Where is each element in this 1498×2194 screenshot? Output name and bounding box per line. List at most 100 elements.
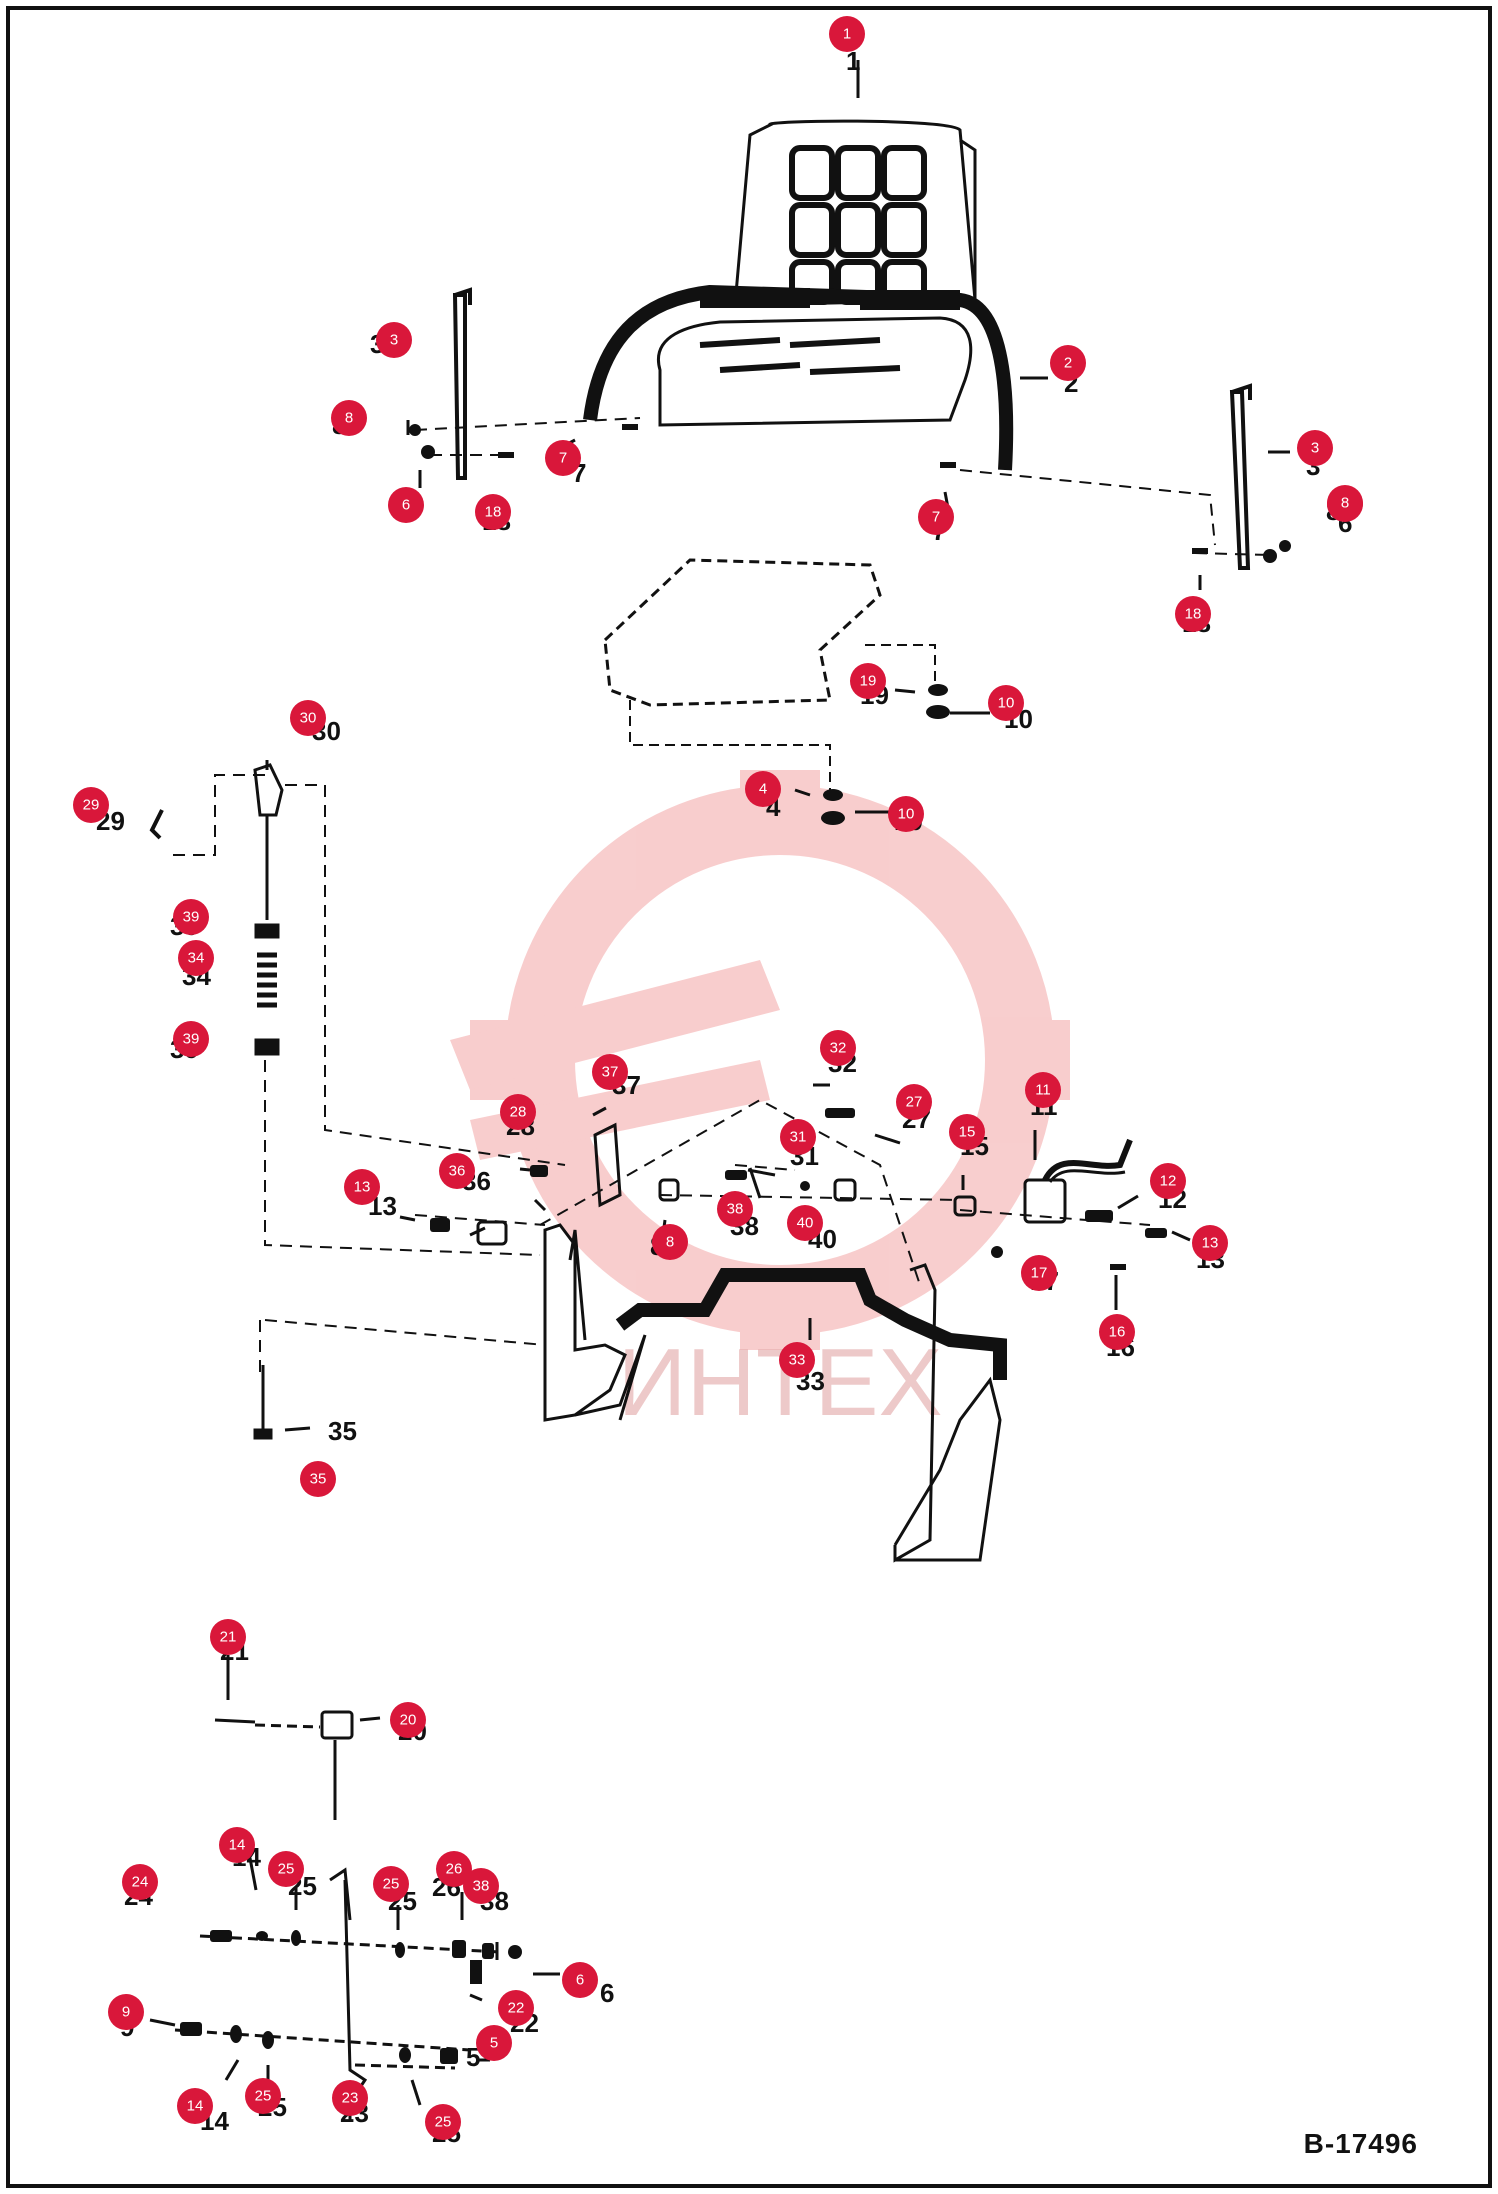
callout-badge-circle	[390, 1702, 426, 1738]
callout-21: 21	[210, 1619, 246, 1655]
callout-badge-circle	[219, 1827, 255, 1863]
seat-bracket-right	[1229, 383, 1252, 570]
callout-7: 7	[918, 499, 954, 535]
callout-badge-circle	[1192, 1225, 1228, 1261]
callout-badge-label: 39	[183, 1031, 200, 1048]
callout-badge-label: 11	[1035, 1082, 1051, 1099]
callout-badge-label: 16	[1109, 1324, 1126, 1341]
callout-badge-circle	[178, 940, 214, 976]
callout-31: 31	[780, 1119, 816, 1155]
callout-badge-label: 20	[400, 1712, 417, 1729]
callout-10: 10	[988, 685, 1024, 721]
callout-badge-label: 37	[602, 1064, 619, 1081]
seat-bracket-left	[452, 287, 472, 480]
callout-33: 33	[779, 1342, 815, 1378]
callout-13: 13	[1192, 1225, 1228, 1261]
callout-badge-circle	[988, 685, 1024, 721]
callout-25: 25	[245, 2078, 281, 2114]
callout-badge-label: 25	[278, 1861, 295, 1878]
callout-badge-label: 14	[229, 1837, 246, 1854]
callout-25: 25	[373, 1866, 409, 1902]
callout-15: 15	[949, 1114, 985, 1150]
callout-20: 20	[390, 1702, 426, 1738]
callout-38: 38	[717, 1191, 753, 1227]
callout-badge-label: 34	[188, 950, 205, 967]
callout-36: 36	[439, 1153, 475, 1189]
seat-bar-handle	[615, 1268, 1007, 1380]
callout-7: 7	[545, 440, 581, 476]
callout-25: 25	[268, 1851, 304, 1887]
callout-badge-label: 26	[446, 1861, 463, 1878]
callout-badge-circle	[476, 2025, 512, 2061]
callout-badge-circle	[210, 1619, 246, 1655]
rod-end-assembly	[149, 763, 284, 1056]
callout-28: 28	[500, 1094, 536, 1130]
callout-29: 29	[73, 787, 109, 823]
callout-40: 40	[787, 1205, 823, 1241]
callout-badge-circle	[1297, 430, 1333, 466]
callout-badge-label: 8	[1341, 495, 1349, 512]
callout-badge-circle	[1050, 345, 1086, 381]
belt-buckle	[860, 290, 960, 310]
callout-badge-circle	[290, 700, 326, 736]
callout-badge-label: 6	[576, 1972, 584, 1989]
callout-14: 14	[177, 2088, 213, 2124]
callout-badge-label: 25	[435, 2114, 452, 2131]
callout-badge-circle	[331, 400, 367, 436]
callout-badge-label: 22	[508, 2000, 525, 2017]
callout-badge-label: 40	[797, 1215, 814, 1232]
callout-badge-circle	[850, 663, 886, 699]
callout-23: 23	[332, 2080, 368, 2116]
callout-badge-circle	[918, 499, 954, 535]
callout-18: 18	[475, 494, 511, 530]
callout-badge-circle	[73, 787, 109, 823]
watermark-gear-logo	[450, 770, 1070, 1350]
callout-badge-circle	[388, 487, 424, 523]
callout-badge-label: 33	[789, 1352, 806, 1369]
callout-badge-label: 23	[342, 2090, 359, 2107]
callout-badge-label: 7	[932, 509, 940, 526]
belt-buckle	[700, 288, 810, 308]
drawing-number: B-17496	[1303, 2128, 1418, 2159]
callout-badge-label: 10	[898, 806, 915, 823]
callout-badge-label: 24	[132, 1874, 149, 1891]
callout-badges: 1233456667788891010111213131414151617181…	[73, 16, 1363, 2140]
plate-hardware	[629, 644, 936, 790]
hardware-lower	[180, 1930, 522, 2064]
callout-badge-label: 29	[83, 797, 100, 814]
callout-17: 17	[1021, 1255, 1057, 1291]
callout-badge-circle	[173, 899, 209, 935]
callout-badge-label: 8	[666, 1234, 674, 1251]
callout-badge-label: 9	[122, 2004, 130, 2021]
callout-badge-circle	[888, 796, 924, 832]
callout-badge-circle	[829, 16, 865, 52]
callout-badge-circle	[373, 1866, 409, 1902]
callout-badge-circle	[562, 1962, 598, 1998]
callout-12: 12	[1150, 1163, 1186, 1199]
linkage-lower	[174, 1710, 501, 2096]
callout-34: 34	[178, 940, 214, 976]
callout-badge-circle	[332, 2080, 368, 2116]
callout-13: 13	[344, 1169, 380, 1205]
pivot-plate-drawing	[593, 1122, 622, 1208]
callout-16: 16	[1099, 1314, 1135, 1350]
callout-32: 32	[820, 1030, 856, 1066]
callout-8: 8	[652, 1224, 688, 1260]
callout-badge-circle	[592, 1054, 628, 1090]
callout-badge-circle	[177, 2088, 213, 2124]
callout-badge-label: 21	[220, 1629, 237, 1646]
callout-badge-circle	[122, 1864, 158, 1900]
callout-6: 6	[562, 1962, 598, 1998]
callout-badge-label: 10	[998, 695, 1015, 712]
callout-badge-circle	[745, 771, 781, 807]
callout-badge-label: 25	[255, 2088, 272, 2105]
callout-badge-circle	[780, 1119, 816, 1155]
leader-lines-arm	[165, 774, 1151, 1380]
callout-badge-circle	[787, 1205, 823, 1241]
callout-19: 19	[850, 663, 886, 699]
printed-part-number: 35	[328, 1416, 357, 1446]
callout-badge-circle	[173, 1021, 209, 1057]
callout-6: 6	[388, 487, 424, 523]
callout-badge-circle	[545, 440, 581, 476]
callout-badge-circle	[820, 1030, 856, 1066]
